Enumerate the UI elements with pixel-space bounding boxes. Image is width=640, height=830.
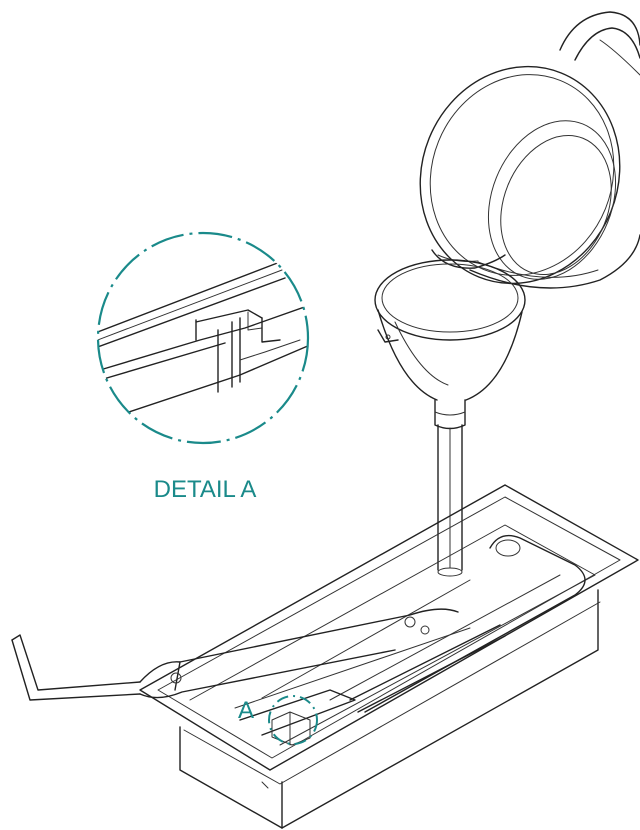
handle-icon (11, 608, 506, 746)
callout-a-letter: A (238, 697, 254, 724)
detail-a-circle (96, 231, 310, 445)
funnel-icon (374, 259, 526, 577)
pitcher-icon (419, 11, 640, 289)
tray-icon (139, 484, 639, 829)
callout-a-circle (268, 695, 318, 745)
detail-a-view (96, 231, 310, 445)
detail-a-caption: DETAIL A (154, 476, 257, 503)
